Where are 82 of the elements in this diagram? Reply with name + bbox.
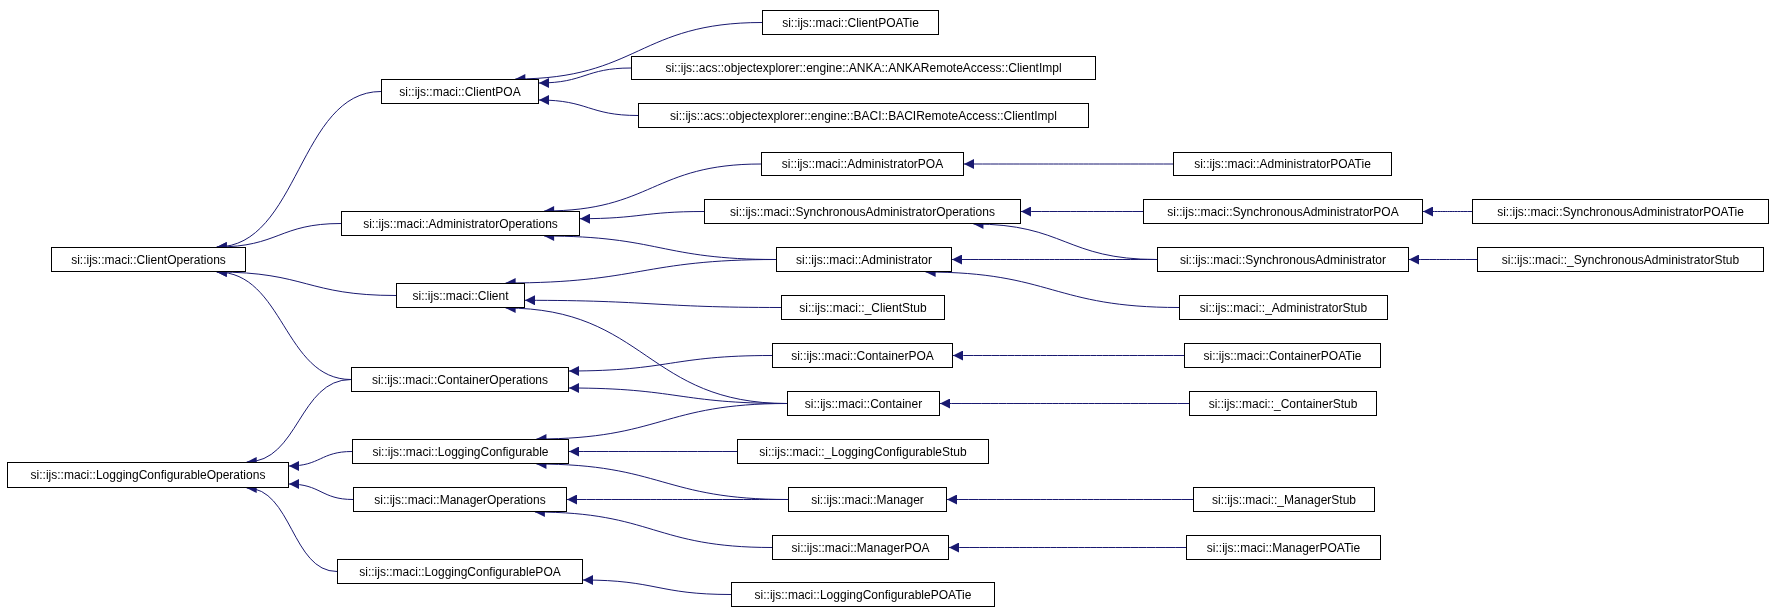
class-name: si::ijs::maci::ClientPOA <box>399 84 521 99</box>
class-name: si::ijs::maci::LoggingConfigurablePOATie <box>754 587 972 602</box>
class-name: si::ijs::maci::AdministratorPOATie <box>1194 157 1371 171</box>
class-name: si::ijs::maci::_LoggingConfigurableStub <box>759 444 967 459</box>
class-name: si::ijs::maci::Administrator <box>796 252 932 267</box>
class-name: si::ijs::maci::ContainerPOATie <box>1203 348 1362 363</box>
class-box <box>1472 199 1769 224</box>
class-name: si::ijs::maci::SynchronousAdministratorPOA <box>1167 204 1399 219</box>
class-box <box>341 211 580 236</box>
inheritance-arrow <box>288 451 353 471</box>
class-box <box>787 391 940 416</box>
class-box <box>337 559 583 584</box>
class-name: si::ijs::maci::ManagerPOATie <box>1206 540 1361 555</box>
class-box <box>381 79 539 104</box>
class-box <box>51 247 246 272</box>
class-name: si::ijs::maci::ContainerPOA <box>791 348 934 363</box>
inheritance-arrow <box>524 295 782 308</box>
inheritance-arrow <box>963 159 1174 169</box>
class-box <box>1184 343 1381 368</box>
inheritance-arrow <box>568 355 773 376</box>
class-box <box>731 582 995 607</box>
class-box <box>737 439 989 464</box>
class-name: si::ijs::maci::Client <box>412 288 509 303</box>
inheritance-arrow <box>538 67 632 88</box>
class-name: si::ijs::acs::objectexplorer::engine::ANKA::ANKARemoteAccess::ClientImpl <box>665 61 1062 75</box>
class-box <box>351 367 569 392</box>
class-name: si::ijs::maci::SynchronousAdministratorPOATie <box>1497 204 1744 219</box>
class-box <box>1143 199 1423 224</box>
class-name: si::ijs::maci::ClientPOATie <box>782 15 919 30</box>
class-box <box>352 439 569 464</box>
class-box <box>1157 247 1409 272</box>
class-box <box>638 103 1089 128</box>
class-box <box>1477 247 1764 272</box>
class-box <box>776 247 952 272</box>
class-name: si::ijs::maci::ManagerPOA <box>791 540 930 555</box>
inheritance-arrow <box>579 211 705 224</box>
class-box <box>788 487 947 512</box>
inheritance-arrow <box>946 494 1194 505</box>
class-name: si::ijs::maci::Container <box>804 396 923 411</box>
inheritance-arrow <box>951 254 1158 265</box>
inheritance-arrow <box>939 398 1190 409</box>
class-box <box>761 152 964 176</box>
class-box <box>772 535 949 560</box>
inheritance-arrow <box>948 542 1187 553</box>
inheritance-arrow <box>568 446 738 457</box>
class-name: si::ijs::maci::_ClientStub <box>799 300 927 315</box>
inheritance-arrow <box>1422 206 1473 217</box>
class-name: si::ijs::maci::AdministratorPOA <box>781 157 944 171</box>
class-box <box>353 487 567 512</box>
class-box <box>772 343 953 368</box>
class-box <box>396 283 525 308</box>
inheritance-arrow <box>538 95 639 116</box>
inheritance-arrow <box>1020 206 1144 217</box>
class-box <box>631 56 1096 80</box>
inheritance-arrow <box>1408 254 1478 265</box>
inheritance-arrow <box>582 575 732 595</box>
class-name: si::ijs::maci::LoggingConfigurablePOA <box>359 564 561 579</box>
class-box <box>1186 535 1381 560</box>
class-box <box>1173 152 1392 176</box>
class-box <box>704 199 1021 224</box>
class-name: si::ijs::maci::Manager <box>811 492 924 507</box>
class-name: si::ijs::maci::SynchronousAdministrator <box>1179 252 1387 267</box>
class-name: si::ijs::maci::ContainerOperations <box>371 372 549 387</box>
class-box <box>1193 487 1375 512</box>
class-name: si::ijs::maci::LoggingConfigurableOperations <box>30 468 266 482</box>
class-name: si::ijs::maci::AdministratorOperations <box>363 216 558 231</box>
class-box <box>1179 295 1388 320</box>
class-name: si::ijs::maci::_SynchronousAdministratorStub <box>1501 252 1740 267</box>
class-name: si::ijs::maci::LoggingConfigurable <box>372 444 549 459</box>
class-name: si::ijs::maci::ManagerOperations <box>374 492 546 507</box>
class-name: si::ijs::acs::objectexplorer::engine::BACI::BACIRemoteAccess::ClientImpl <box>670 108 1057 123</box>
inheritance-arrow <box>288 479 354 500</box>
class-name: si::ijs::maci::_AdministratorStub <box>1199 300 1368 315</box>
class-box <box>1189 391 1377 416</box>
class-name: si::ijs::maci::_ManagerStub <box>1211 492 1357 507</box>
class-name: si::ijs::maci::_ContainerStub <box>1208 396 1358 411</box>
class-box <box>762 10 939 35</box>
class-box <box>781 295 945 320</box>
class-name: si::ijs::maci::ClientOperations <box>71 252 226 267</box>
class-name: si::ijs::maci::SynchronousAdministratorOperations <box>730 204 995 219</box>
class-box <box>7 462 289 488</box>
inheritance-arrow <box>952 350 1185 361</box>
